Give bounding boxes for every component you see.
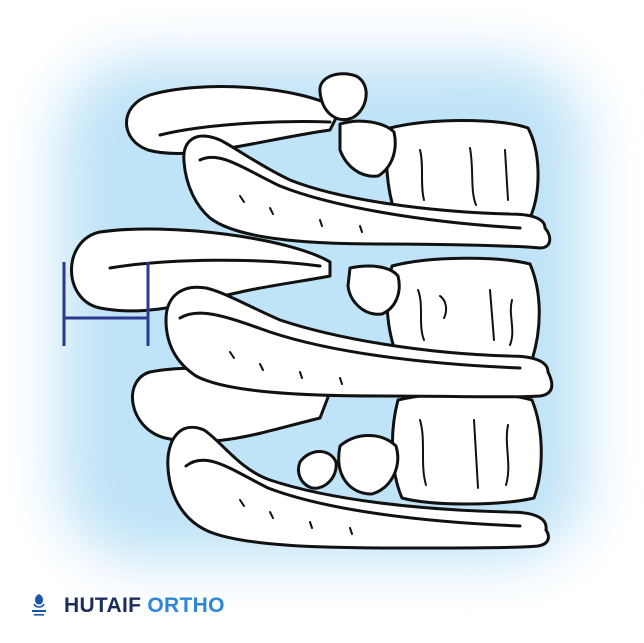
brand-logo: HUTAIF ORTHO: [28, 592, 225, 618]
rib-back-top: [125, 85, 342, 155]
hutaif-ortho-logo-icon: [32, 594, 46, 616]
brand-wordmark: HUTAIF ORTHO: [64, 595, 225, 616]
process-middle: [346, 264, 401, 316]
brand-accent: ORTHO: [147, 593, 225, 617]
vertebra-middle-texture: [417, 289, 514, 346]
rib-head-top: [318, 72, 368, 121]
rib-front-bottom: [166, 426, 550, 550]
process-top: [338, 119, 397, 178]
rib-texture-middle: [229, 351, 343, 385]
rib-back-middle: [70, 227, 332, 313]
measurement-marker: [62, 262, 150, 346]
rib-front-middle-inner: [178, 311, 522, 370]
rib-texture-bottom: [239, 499, 353, 535]
rib-front-top: [182, 134, 552, 250]
rib-front-top-inner: [198, 155, 522, 230]
brand-name: HUTAIF: [64, 593, 142, 617]
rib-texture-top: [239, 195, 363, 233]
process-bottom-small: [297, 450, 338, 490]
process-bottom: [337, 434, 400, 496]
vertebra-bottom: [390, 391, 543, 506]
vertebra-bottom-texture: [419, 419, 510, 489]
rib-back-middle-inner: [108, 258, 322, 270]
rib-front-bottom-inner: [184, 458, 522, 528]
rib-back-top-inner: [158, 120, 332, 137]
vertebra-top-texture: [419, 147, 509, 206]
